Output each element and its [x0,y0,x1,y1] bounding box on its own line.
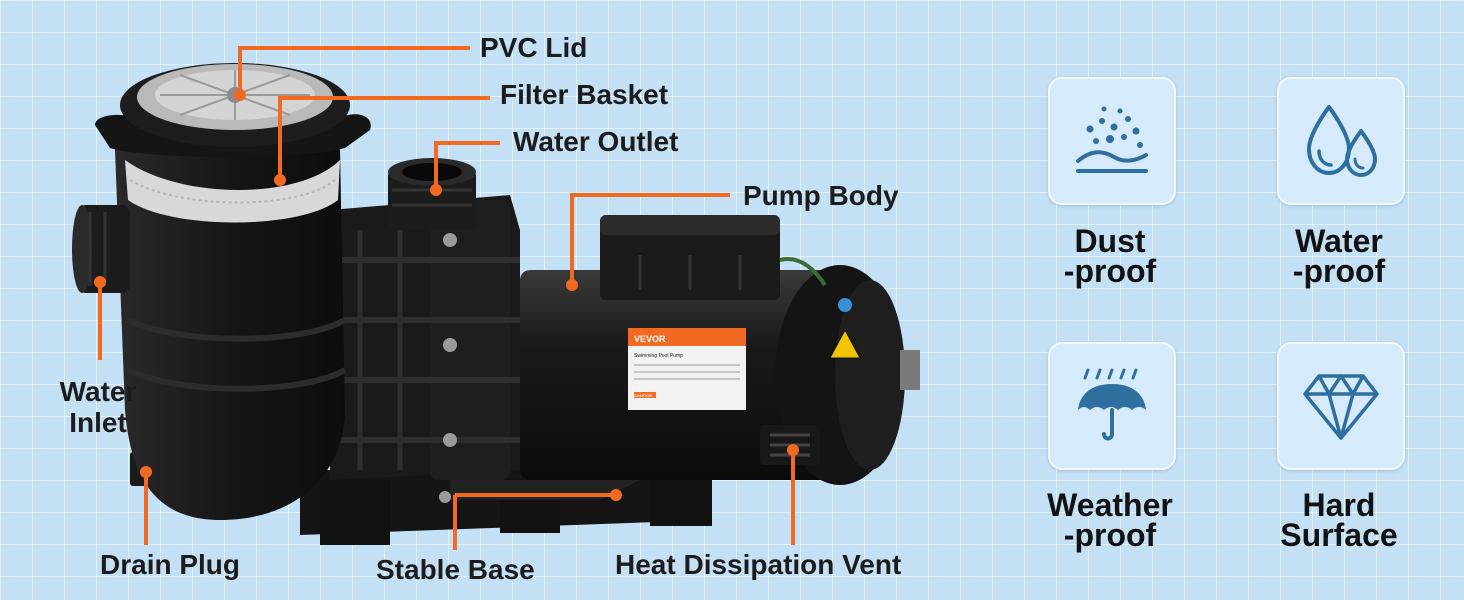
label-brand: VEVOR [634,334,666,344]
drain-plug-label: Drain Plug [100,549,241,580]
feature-card-weatherproof [1048,342,1176,470]
feature-line1: Hard [1302,487,1376,523]
water-inlet-label-line2: Inlet [69,406,127,438]
strainer-pot [72,135,347,520]
feature-line1: Dust [1074,223,1146,259]
water-inlet-label-line1: Water [59,376,137,407]
feature-label-waterproof: Water -proof [1239,223,1439,289]
pvc-lid [95,63,371,157]
water-outlet-label: Water Outlet [513,126,679,157]
feature-label-weatherproof: Weather -proof [1010,487,1210,553]
heat-vent-label: Heat Dissipation Vent [615,549,902,580]
motor-body [520,215,920,485]
label-title: Swimming Pool Pump [634,353,683,359]
diamond-icon [1303,374,1379,440]
feature-label-dustproof: Dust -proof [1010,223,1210,289]
filter-basket-label: Filter Basket [500,79,669,110]
water-outlet [388,158,476,230]
feature-card-hard-surface [1277,342,1405,470]
water-drops-icon [1307,105,1377,177]
water-inlet-label: Water Inlet [48,376,148,439]
feature-line2: Surface [1280,517,1398,553]
feature-card-waterproof [1277,77,1405,205]
dust-icon [1076,106,1148,173]
feature-line2: -proof [1063,253,1157,289]
pump-body-label: Pump Body [743,180,899,211]
label-caution: CAUTION [634,393,652,398]
pvc-lid-label: PVC Lid [480,32,588,63]
label-plate: VEVOR Swimming Pool Pump CAUTION [628,328,746,410]
feature-line1: Weather [1047,487,1173,523]
umbrella-rain-icon [1078,368,1146,441]
feature-line1: Water [1295,223,1383,259]
feature-line2: -proof [1292,253,1386,289]
callout-dots [94,89,799,501]
feature-card-dustproof [1048,77,1176,205]
stable-base-label: Stable Base [376,554,535,585]
pump-housing [320,195,520,503]
callout-lines [98,46,795,550]
feature-label-hard-surface: Hard Surface [1239,487,1439,553]
feature-line2: -proof [1063,517,1157,553]
stable-base [300,470,712,545]
